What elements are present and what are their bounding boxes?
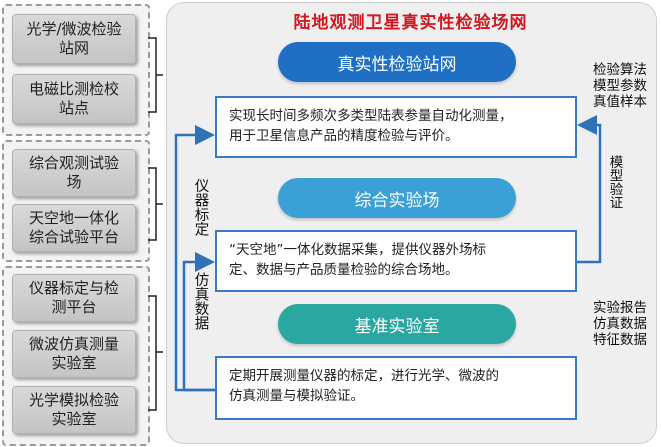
left-item-em-comparison-site[interactable]: 电磁比测检校站点 bbox=[12, 74, 136, 124]
desc-line: 实现长时间多频次多类型陆表参量自动化测量， bbox=[229, 108, 513, 124]
left-group-3: 仪器标定与检测平台 微波仿真测量实验室 光学模拟检验实验室 bbox=[2, 266, 150, 446]
label-line: 站点 bbox=[58, 99, 89, 117]
label-line: 综合观测试验 bbox=[28, 154, 119, 172]
desc-line: 用于卫星信息产品的精度检验与评价。 bbox=[229, 128, 459, 144]
desc-validation-network: 实现长时间多频次多类型陆表参量自动化测量， 用于卫星信息产品的精度检验与评价。 bbox=[215, 96, 577, 158]
label-model-verification: 模型验证 bbox=[606, 155, 623, 209]
left-group-2: 综合观测试验场 天空地一体化综合试验平台 bbox=[2, 140, 150, 262]
label-line: 光学/微波检验 bbox=[26, 20, 122, 38]
desc-line: “天空地”一体化数据采集，提供仪器外场标 bbox=[229, 242, 486, 258]
left-item-optical-lab[interactable]: 光学模拟检验实验室 bbox=[12, 386, 136, 434]
label-line: 实验室 bbox=[51, 354, 97, 372]
left-group-1: 光学/微波检验站网 电磁比测检校站点 bbox=[2, 4, 150, 136]
pill-validation-network[interactable]: 真实性检验站网 bbox=[278, 42, 516, 82]
label-algorithm-params: 检验算法 模型参数 真值样本 bbox=[593, 62, 647, 110]
pill-integrated-field[interactable]: 综合实验场 bbox=[278, 178, 516, 218]
desc-line: 定、数据与产品质量检验的综合场地。 bbox=[229, 262, 459, 278]
label-line: 电磁比测检校 bbox=[28, 80, 119, 98]
label-instrument-calibration: 仪器标定 bbox=[192, 178, 209, 236]
desc-integrated-field: “天空地”一体化数据采集，提供仪器外场标 定、数据与产品质量检验的综合场地。 bbox=[215, 230, 577, 292]
desc-benchmark-lab: 定期开展测量仪器的标定，进行光学、微波的 仿真测量与模拟验证。 bbox=[215, 356, 577, 420]
label-line: 微波仿真测量 bbox=[28, 335, 119, 353]
pill-benchmark-lab[interactable]: 基准实验室 bbox=[278, 304, 516, 344]
label-line: 测平台 bbox=[51, 298, 97, 316]
left-item-optical-microwave-network[interactable]: 光学/微波检验站网 bbox=[12, 14, 136, 64]
label-line: 站网 bbox=[58, 39, 89, 57]
left-item-space-air-ground-platform[interactable]: 天空地一体化综合试验平台 bbox=[12, 204, 136, 252]
label-line: 天空地一体化 bbox=[28, 209, 119, 227]
label-line: 综合试验平台 bbox=[28, 228, 119, 246]
label-line: 光学模拟检验 bbox=[28, 391, 119, 409]
left-item-integrated-field[interactable]: 综合观测试验场 bbox=[12, 149, 136, 197]
label-line: 场 bbox=[66, 173, 82, 191]
label-report-data: 实验报告 仿真数据 特征数据 bbox=[593, 300, 647, 348]
left-item-instrument-calibration-platform[interactable]: 仪器标定与检测平台 bbox=[12, 274, 136, 322]
label-simulation-data: 仿真数据 bbox=[192, 272, 209, 330]
left-item-microwave-lab[interactable]: 微波仿真测量实验室 bbox=[12, 330, 136, 378]
desc-line: 仿真测量与模拟验证。 bbox=[229, 388, 364, 404]
label-line: 仪器标定与检 bbox=[28, 279, 119, 297]
panel-title: 陆地观测卫星真实性检验场网 bbox=[293, 13, 528, 33]
desc-line: 定期开展测量仪器的标定，进行光学、微波的 bbox=[229, 368, 499, 384]
label-line: 实验室 bbox=[51, 410, 97, 428]
